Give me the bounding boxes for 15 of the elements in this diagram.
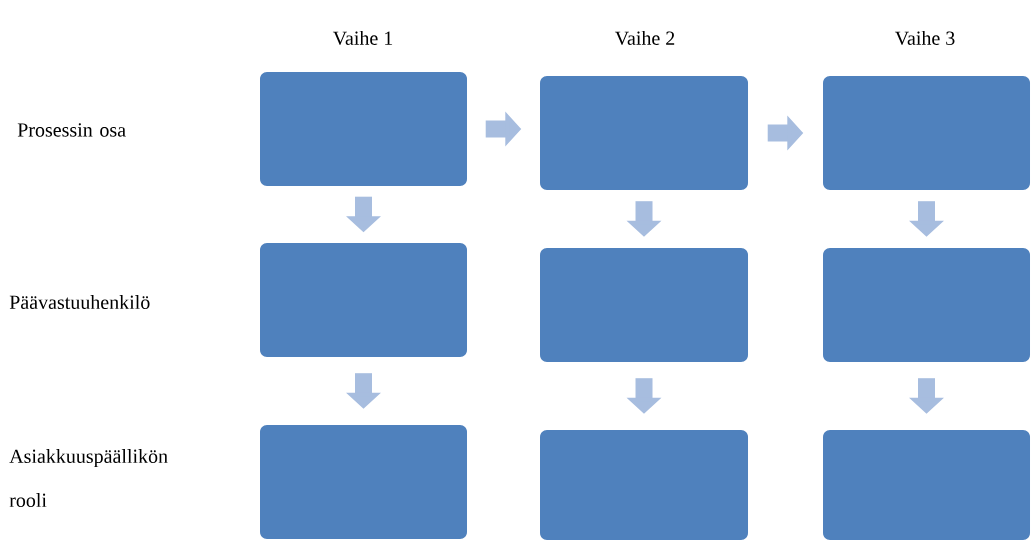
column-heading: Vaihe 2 [614, 30, 675, 46]
process-box [540, 430, 748, 540]
process-box [540, 76, 748, 190]
row-label: Prosessin osa [17, 123, 126, 137]
process-box [260, 72, 467, 186]
process-box [260, 243, 467, 357]
process-box [823, 430, 1030, 540]
process-box [540, 248, 748, 362]
process-box [823, 248, 1030, 362]
column-heading: Vaihe 1 [332, 30, 393, 46]
column-heading: Vaihe 3 [894, 30, 955, 46]
row-label: Päävastuuhenkilö [9, 294, 150, 310]
row-label: Asiakkuuspäällikön rooli [9, 448, 168, 508]
process-box [260, 425, 467, 539]
process-box [823, 76, 1030, 190]
